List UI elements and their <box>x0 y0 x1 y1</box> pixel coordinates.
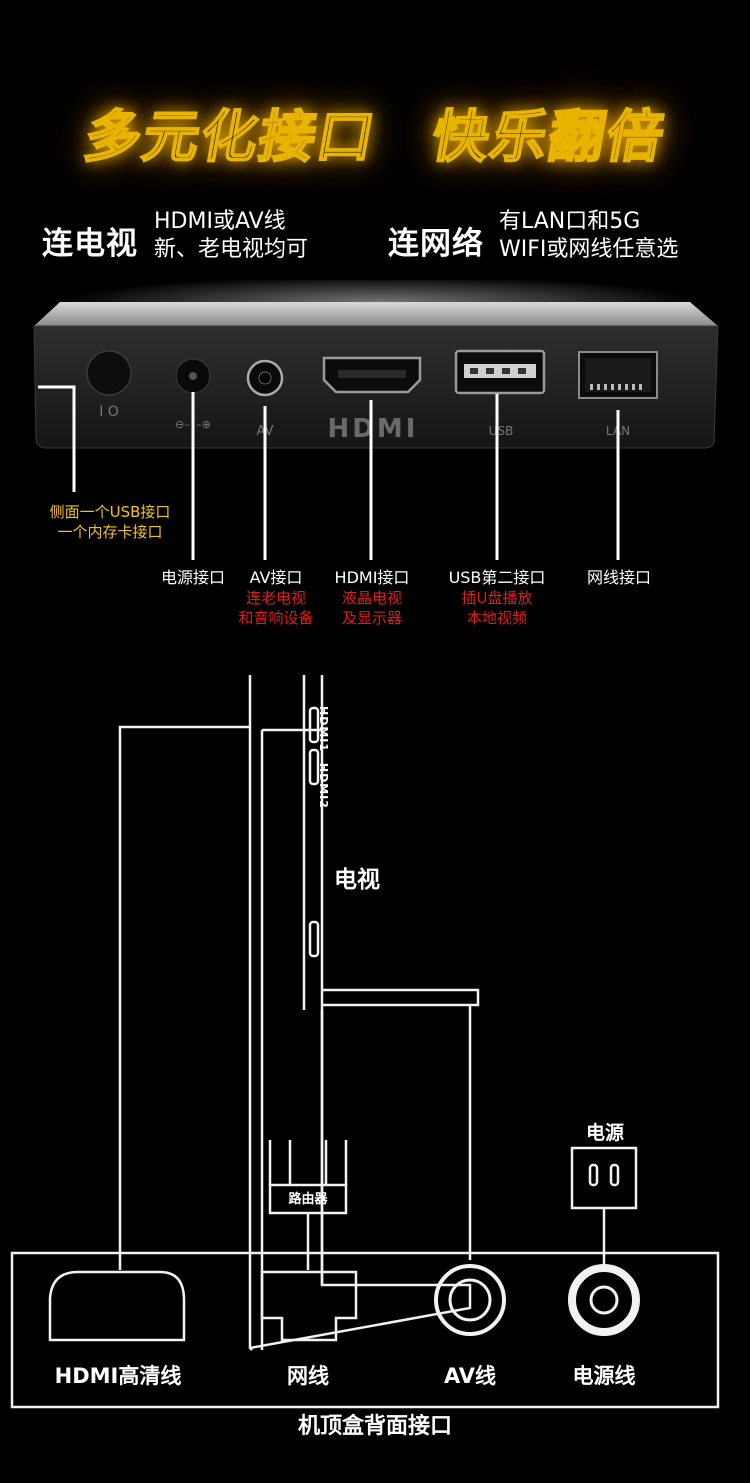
stb-back-panel-box <box>10 1251 720 1409</box>
headline-left: 多元化接口 <box>79 104 382 171</box>
feature-net-line1: 有LAN口和5G <box>499 209 641 234</box>
feature-tv-line2: 新、老电视均可 <box>154 237 309 262</box>
callout-av-line2: 和音响设备 <box>238 609 314 627</box>
callout-usb-line1: 插U盘播放 <box>461 589 533 607</box>
feature-net-desc: 有LAN口和5G WIFI或网线任意选 <box>499 208 678 264</box>
callout-usb-line2: 本地视频 <box>466 609 527 627</box>
connection-diagram <box>10 675 720 1409</box>
port-label-av: AV线 <box>443 1364 497 1388</box>
tv-port-hdmi2: HDMI2 <box>317 762 330 809</box>
feature-tv-line1: HDMI或AV线 <box>154 209 286 234</box>
av-port-shape-icon <box>434 1264 506 1336</box>
tv-port-hdmi1: HDMI1 <box>317 706 330 753</box>
port-label-hdmi: HDMI高清线 <box>54 1364 182 1388</box>
tv-port-labels: HDMI1 HDMI2 <box>317 706 330 816</box>
callout-hdmi-title: HDMI接口 <box>334 568 410 587</box>
headline-right: 快乐翻倍 <box>426 104 671 171</box>
callout-av-title: AV接口 <box>249 568 303 587</box>
feature-net-line2: WIFI或网线任意选 <box>499 237 679 262</box>
callout-lan-title: 网线接口 <box>586 568 651 587</box>
callout-av-line1: 连老电视 <box>245 589 306 607</box>
port-label-lan: 网线 <box>287 1364 329 1388</box>
lan-port-shape-icon <box>260 1270 358 1342</box>
headline: 多元化接口 快乐翻倍 <box>0 92 750 184</box>
power-socket-icon <box>570 1146 638 1210</box>
callout-hdmi-line2: 及显示器 <box>341 609 402 627</box>
callout-hdmi-line1: 液晶电视 <box>341 589 402 607</box>
callout-hdmi: HDMI接口 液晶电视 及显示器 <box>318 564 426 628</box>
callout-side: 侧面一个USB接口 一个内存卡接口 <box>30 502 190 542</box>
tv-label: 电视 <box>334 867 380 893</box>
mark-io: I O <box>99 404 119 420</box>
router-label: 路由器 <box>288 1192 328 1207</box>
hdmi-cable-line <box>118 725 250 1270</box>
side-callout-line <box>38 385 76 492</box>
callout-usb-title: USB第二接口 <box>448 568 546 587</box>
tv-outline-base <box>249 675 472 1350</box>
port-label-power: 电源线 <box>572 1364 636 1388</box>
tv-hdmi1-slot <box>308 706 320 744</box>
mark-usb: USB <box>488 424 514 438</box>
feature-tv-title: 连电视 <box>42 226 138 262</box>
hdmi-port-shape-icon <box>48 1270 186 1342</box>
power-button-icon <box>86 350 132 396</box>
callout-av: AV接口 连老电视 和音响设备 <box>220 564 332 628</box>
tv-hdmi2-slot <box>308 748 320 786</box>
tv-outline-back <box>248 675 253 1351</box>
feature-net-title: 连网络 <box>388 226 484 262</box>
power-port-shape-icon <box>568 1264 640 1336</box>
device-rear-panel <box>33 280 719 449</box>
power-label: 电源 <box>585 1122 624 1144</box>
callout-lines <box>38 385 620 560</box>
callout-power-title: 电源接口 <box>160 568 225 587</box>
callout-side-line2: 一个内存卡接口 <box>57 523 163 541</box>
callout-usb: USB第二接口 插U盘播放 本地视频 <box>436 564 558 628</box>
tv-av-slot <box>308 920 320 958</box>
diagram-caption: 机顶盒背面接口 <box>297 1414 452 1439</box>
feature-tv-desc: HDMI或AV线 新、老电视均可 <box>154 208 308 264</box>
callout-side-line1: 侧面一个USB接口 <box>49 503 171 521</box>
router-antennas-icon <box>268 1140 348 1185</box>
